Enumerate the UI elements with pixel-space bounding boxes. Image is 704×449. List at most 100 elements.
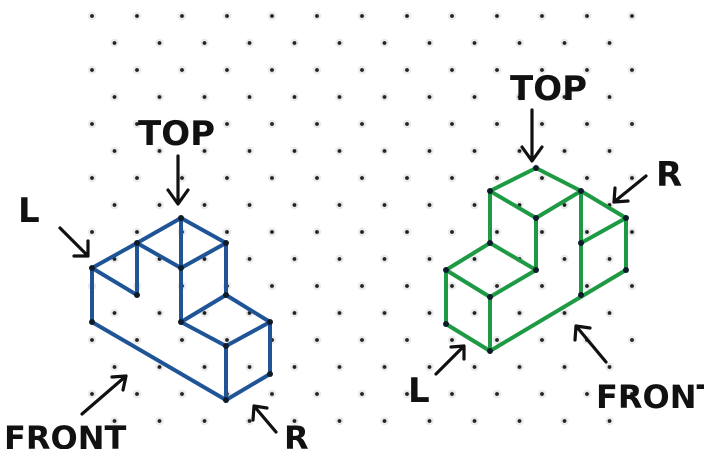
drawing-vertex [487, 188, 493, 194]
grid-dot [427, 419, 432, 423]
grid-dot [135, 230, 139, 234]
grid-dot [225, 122, 229, 126]
drawing-edge [444, 268, 492, 299]
grid-dot [540, 122, 544, 126]
grid-dot [360, 122, 364, 126]
drawing-edge [179, 241, 228, 270]
grid-dot [225, 14, 229, 18]
left-r-label-group: R [251, 404, 309, 449]
grid-dot [247, 257, 252, 261]
grid-dot [135, 176, 139, 180]
grid-dot [450, 14, 454, 18]
right-front-label-group: FRONT [573, 324, 704, 416]
grid-dot [472, 257, 477, 261]
right-front-label: FRONT [596, 378, 704, 416]
grid-dot [382, 41, 387, 45]
grid-dot [495, 392, 499, 396]
drawing-vertex [89, 265, 95, 271]
drawing-vertex [89, 319, 95, 325]
grid-dot [90, 14, 94, 18]
grid-dot [292, 257, 297, 261]
drawing-edge [534, 166, 583, 193]
grid-dot [202, 365, 207, 369]
right-isometric-drawing [443, 165, 629, 354]
grid-dot [382, 419, 387, 423]
left-r-arrow [251, 404, 278, 434]
grid-dot [247, 149, 252, 153]
grid-dot [270, 230, 274, 234]
grid-dot [472, 41, 477, 45]
grid-dot [135, 68, 139, 72]
right-r-arrow [612, 174, 648, 204]
grid-dot [202, 419, 207, 423]
grid-dot [585, 284, 589, 288]
grid-dot [405, 176, 409, 180]
grid-dot [90, 68, 94, 72]
grid-dot [562, 203, 567, 207]
left-l-label: L [18, 191, 40, 231]
drawing-edge [224, 372, 272, 402]
grid-dot [540, 68, 544, 72]
grid-dot [135, 14, 139, 18]
grid-dot [112, 203, 117, 207]
grid-dot [562, 41, 567, 45]
drawing-edge [488, 189, 538, 220]
grid-dot [337, 149, 342, 153]
grid-dot [517, 95, 522, 99]
drawing-vertex [443, 267, 449, 273]
grid-dot [630, 122, 634, 126]
grid-dot [315, 68, 319, 72]
grid-dot [427, 41, 432, 45]
grid-dot [607, 149, 612, 153]
grid-dot [202, 257, 207, 261]
grid-dot [405, 230, 409, 234]
drawing-vertex [178, 265, 184, 271]
left-drawing-edges [90, 216, 272, 402]
grid-dot [90, 338, 94, 342]
grid-dot [135, 392, 139, 396]
grid-dot [562, 95, 567, 99]
grid-dot [517, 419, 522, 423]
grid-dot [517, 41, 522, 45]
grid-dot [90, 230, 94, 234]
left-front-arrow [80, 374, 128, 416]
grid-dot [585, 230, 589, 234]
grid-dot [382, 257, 387, 261]
grid-dot [180, 392, 184, 396]
grid-dot [360, 392, 364, 396]
drawing-vertex [578, 292, 584, 298]
right-top-label: TOP [510, 69, 587, 109]
grid-dot [90, 176, 94, 180]
grid-dot [292, 419, 297, 423]
left-isometric-drawing [89, 215, 273, 403]
drawing-edge [90, 241, 139, 270]
drawing-edge [135, 216, 183, 245]
grid-dot [630, 338, 634, 342]
left-l-label-group: L [18, 191, 90, 258]
grid-dot [315, 14, 319, 18]
grid-dot [202, 203, 207, 207]
right-l-arrow [434, 344, 466, 376]
grid-dot [135, 122, 139, 126]
grid-dot [157, 419, 162, 423]
left-r-label: R [284, 419, 309, 449]
grid-dot [382, 365, 387, 369]
grid-dot [540, 284, 544, 288]
grid-dot [202, 149, 207, 153]
grid-dot [157, 311, 162, 315]
grid-dot [382, 311, 387, 315]
grid-dot [292, 311, 297, 315]
grid-dot [562, 311, 567, 315]
grid-dot [405, 68, 409, 72]
grid-dot [337, 41, 342, 45]
drawing-vertex [533, 267, 539, 273]
grid-dot [450, 68, 454, 72]
grid-dot [495, 230, 499, 234]
grid-dot [180, 176, 184, 180]
grid-dot [112, 311, 117, 315]
grid-dot [607, 311, 612, 315]
grid-dot [360, 338, 364, 342]
grid-dot [202, 311, 207, 315]
drawing-vertex [487, 240, 493, 246]
drawing-vertex [223, 343, 229, 349]
